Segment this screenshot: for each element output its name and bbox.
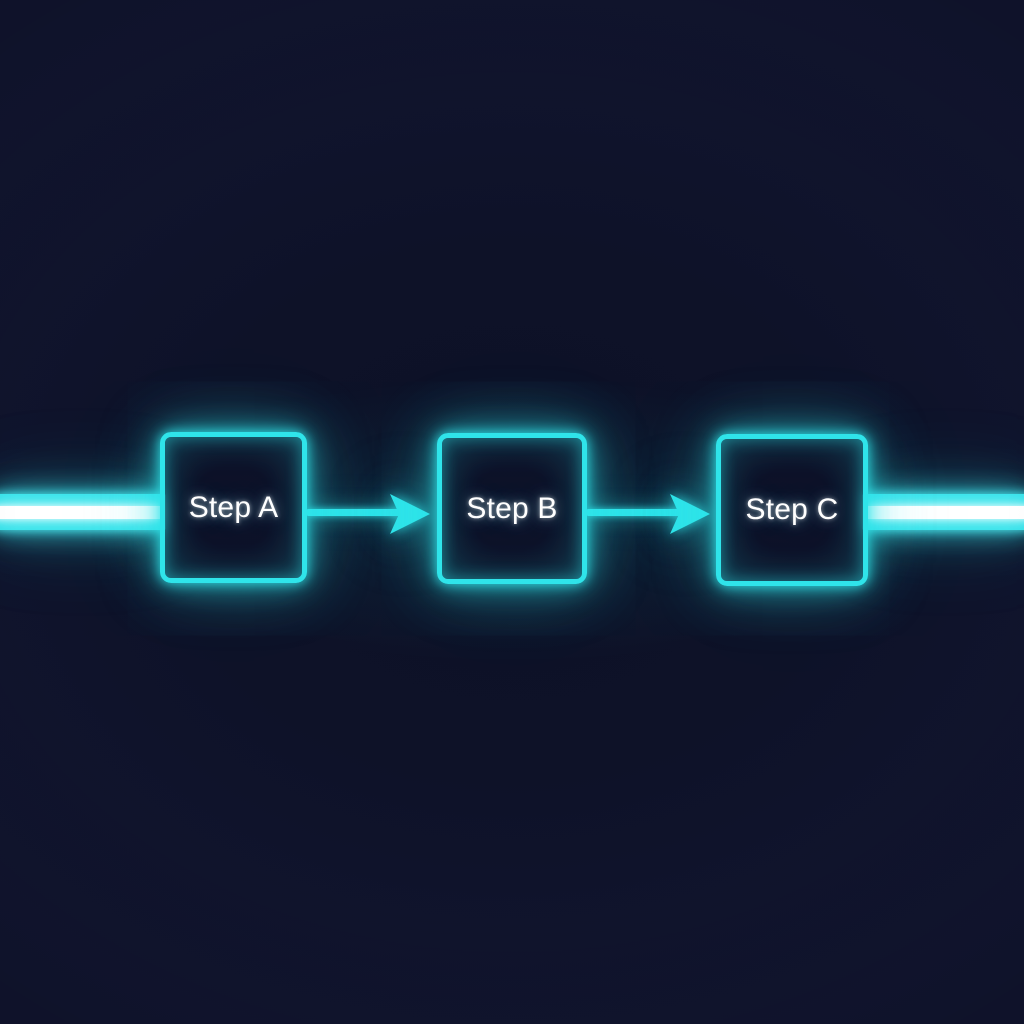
rail-left-core (0, 506, 162, 519)
connector-a-to-b-shaft (307, 509, 399, 516)
connector-b-to-c-shaft (587, 509, 679, 516)
node-step-a[interactable]: Step A (160, 432, 307, 583)
node-step-c-label: Step C (745, 493, 839, 526)
node-step-b[interactable]: Step B (437, 433, 587, 584)
node-step-c[interactable]: Step C (716, 434, 868, 586)
arrow-right-icon (668, 488, 710, 540)
node-step-b-label: Step B (466, 491, 558, 525)
arrow-right-icon (388, 488, 430, 540)
rail-right-core (866, 506, 1024, 519)
node-step-a-label: Step A (188, 490, 279, 524)
